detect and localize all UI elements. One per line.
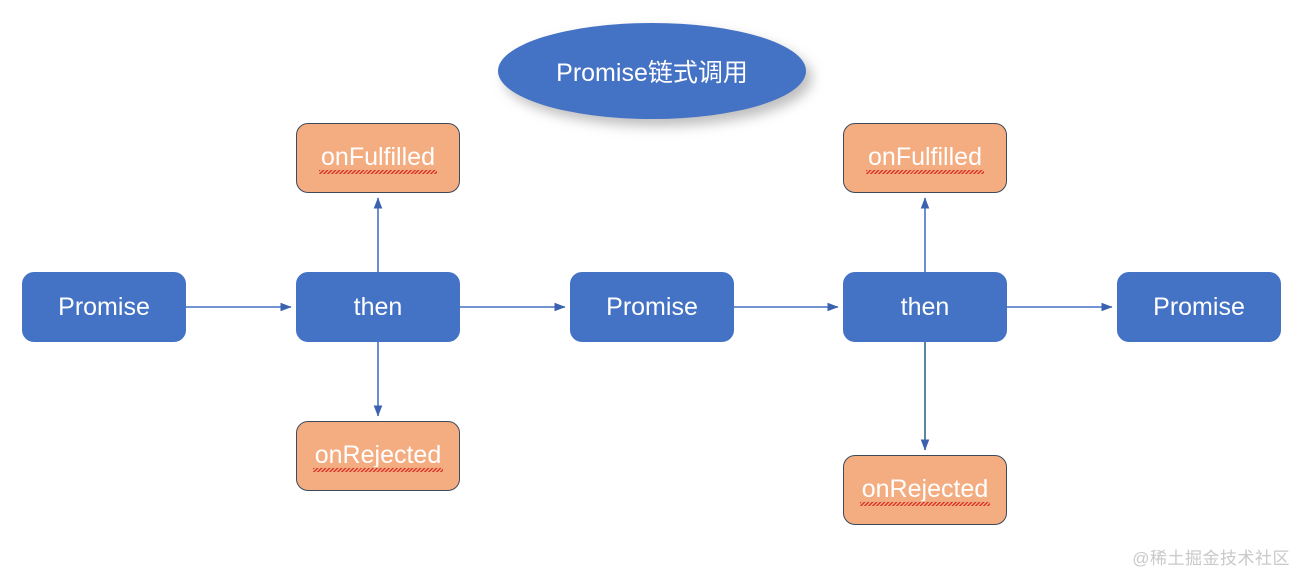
node-label: Promise — [58, 292, 150, 321]
node-label: Promise — [606, 292, 698, 321]
node-label: onRejected — [312, 441, 444, 472]
node-then-1[interactable]: then — [296, 272, 460, 342]
node-on-fulfilled-1[interactable]: onFulfilled — [296, 123, 460, 193]
node-promise-1[interactable]: Promise — [22, 272, 186, 342]
page-title: Promise链式调用 — [556, 59, 748, 87]
node-then-2[interactable]: then — [843, 272, 1007, 342]
node-label: then — [353, 292, 403, 321]
title-ellipse: Promise链式调用 — [498, 23, 812, 126]
title-ellipse-body: Promise链式调用 — [498, 23, 806, 119]
node-promise-3[interactable]: Promise — [1117, 272, 1281, 342]
node-label: onRejected — [859, 475, 991, 506]
node-promise-2[interactable]: Promise — [570, 272, 734, 342]
node-label: onFulfilled — [866, 143, 984, 174]
node-on-rejected-1[interactable]: onRejected — [296, 421, 460, 491]
node-on-fulfilled-2[interactable]: onFulfilled — [843, 123, 1007, 193]
node-label: onFulfilled — [319, 143, 437, 174]
node-label: then — [900, 292, 950, 321]
node-label: Promise — [1153, 292, 1245, 321]
watermark: @稀土掘金技术社区 — [1132, 549, 1290, 568]
node-on-rejected-2[interactable]: onRejected — [843, 455, 1007, 525]
